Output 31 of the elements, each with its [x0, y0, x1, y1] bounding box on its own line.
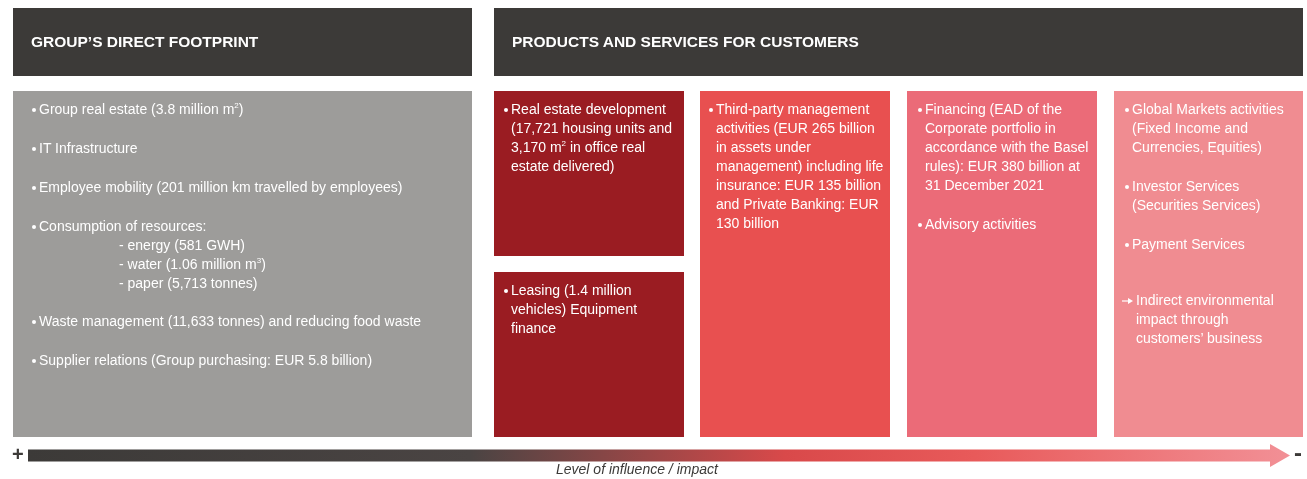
section-heading: PRODUCTS AND SERVICES FOR CUSTOMERS [512, 33, 859, 51]
item-text: - water (1.06 million m$^{3}$) [119, 255, 266, 274]
item-text: - paper (5,713 tonnes) [119, 274, 258, 293]
item-text: Third-party management activities (EUR 265 billion in assets under management) including life insurance: EUR 135 billion and Private Banking: EUR 130 billion [716, 100, 884, 233]
item-text: Waste management (11,633 tonnes) and reducing food waste [39, 312, 422, 331]
item-text: IT Infrastructure [39, 139, 138, 158]
activity-panel [700, 91, 890, 437]
activity-panel [1114, 91, 1303, 437]
item-text: Real estate development (17,721 housing units and 3,170 m$^{2}$ in office real estate delivered) [511, 100, 674, 176]
item-text: Employee mobility (201 million km travelled by employees) [39, 178, 403, 197]
item-text: - energy (581 GWH) [119, 236, 246, 255]
header-bar [13, 8, 472, 76]
item-text: Investor Services (Securities Services) [1132, 177, 1262, 215]
item-text: Financing (EAD of the Corporate portfolio in accordance with the Basel rules): EUR 380 billion at 31 December 2021 [925, 100, 1090, 195]
activity-panel [494, 91, 684, 256]
item-text: Payment Services [1132, 235, 1245, 254]
section-heading: GROUP’S DIRECT FOOTPRINT [31, 33, 259, 51]
activity-panel [494, 272, 684, 437]
item-text: Global Markets activities (Fixed Income and Currencies, Equities) [1132, 100, 1285, 157]
plus-sign: + [12, 444, 24, 464]
minus-sign: - [1294, 441, 1302, 465]
header-bar [494, 8, 1303, 76]
activity-panel [907, 91, 1097, 437]
item-text: Leasing (1.4 million vehicles) Equipment finance [511, 281, 639, 338]
item-text: Group real estate (3.8 million m$^{2}$) [39, 100, 244, 119]
item-text: Indirect environmental impact through customers’ business [1136, 291, 1275, 348]
item-text: Consumption of resources: [39, 217, 207, 236]
item-text: Advisory activities [925, 215, 1037, 234]
item-text: Supplier relations (Group purchasing: EUR 5.8 billion) [39, 351, 373, 370]
footprint-panel [13, 91, 472, 437]
axis-label: Level of influence / impact [556, 462, 718, 476]
